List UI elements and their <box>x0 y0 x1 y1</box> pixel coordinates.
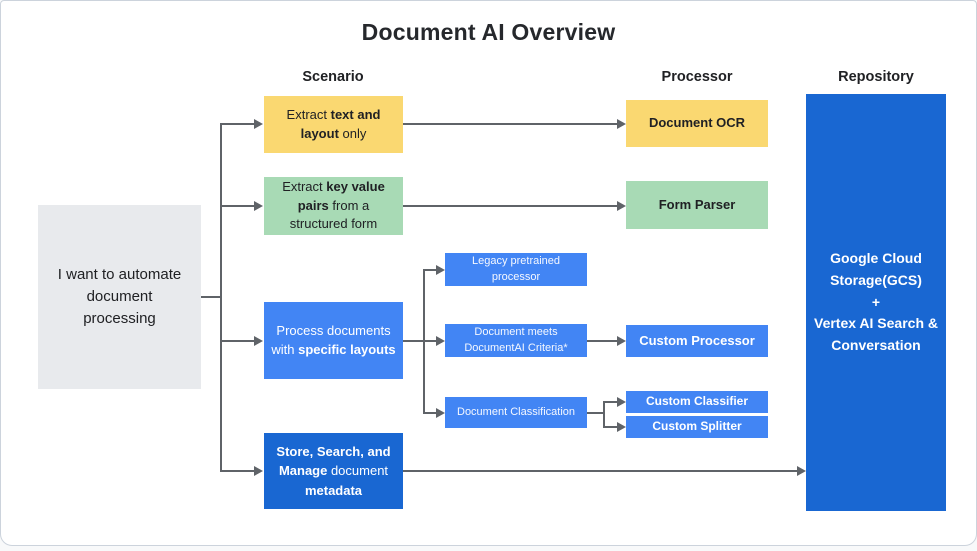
arrowhead-to-custom-processor <box>617 336 626 346</box>
connector-fork-trunk <box>603 401 605 428</box>
arrowhead-to-extract-text <box>254 119 263 129</box>
processor-custom-processor: Custom Processor <box>626 325 768 357</box>
connector-to-extract-key-value <box>220 205 254 207</box>
processor-custom-splitter-label: Custom Splitter <box>652 419 742 434</box>
arrowhead-to-custom-classifier <box>617 397 626 407</box>
processor-custom-classifier-label: Custom Classifier <box>645 394 749 409</box>
processor-custom-classifier: Custom Classifier <box>626 391 768 413</box>
connector-store-to-repository <box>403 470 797 472</box>
connector-root-to-trunk <box>201 296 221 298</box>
arrowhead-to-custom-splitter <box>617 422 626 432</box>
decision-document-classification-label: Document Classification <box>457 405 575 418</box>
processor-form-parser-label: Form Parser <box>658 196 736 212</box>
processor-custom-processor-label: Custom Processor <box>639 332 755 348</box>
connector-to-store-search <box>220 470 254 472</box>
column-header-scenario: Scenario <box>302 69 364 85</box>
connector-meets-to-custom-processor <box>587 340 617 342</box>
connector-extract-text-to-ocr <box>403 123 617 125</box>
connector-to-custom-splitter <box>603 426 617 428</box>
arrowhead-to-document-meets <box>436 336 445 346</box>
arrowhead-to-document-ocr <box>617 119 626 129</box>
connector-to-custom-classifier <box>603 401 617 403</box>
connector-scenario-trunk <box>220 123 222 472</box>
arrowhead-to-form-parser <box>617 201 626 211</box>
connector-to-document-meets <box>423 340 436 342</box>
connector-classification-to-fork <box>587 412 604 414</box>
connector-process-to-trunk <box>403 340 424 342</box>
processor-custom-splitter: Custom Splitter <box>626 416 768 438</box>
column-header-processor: Processor <box>661 69 733 85</box>
arrowhead-to-repository <box>797 466 806 476</box>
connector-to-document-classification <box>423 412 436 414</box>
connector-key-value-to-form-parser <box>403 205 617 207</box>
page-title: Document AI Overview <box>361 19 616 45</box>
decision-document-classification: Document Classification <box>445 397 587 428</box>
arrowhead-to-legacy-pretrained <box>436 265 445 275</box>
arrowhead-to-extract-key-value <box>254 201 263 211</box>
arrowhead-to-process-documents <box>254 336 263 346</box>
connector-to-extract-text <box>220 123 254 125</box>
arrowhead-to-store-search <box>254 466 263 476</box>
arrowhead-to-document-classification <box>436 408 445 418</box>
column-header-repository: Repository <box>838 69 914 85</box>
processor-form-parser: Form Parser <box>626 181 768 229</box>
processor-document-ocr: Document OCR <box>626 100 768 147</box>
connector-to-process-documents <box>220 340 254 342</box>
processor-document-ocr-label: Document OCR <box>648 115 746 131</box>
connector-to-legacy-pretrained <box>423 269 436 271</box>
